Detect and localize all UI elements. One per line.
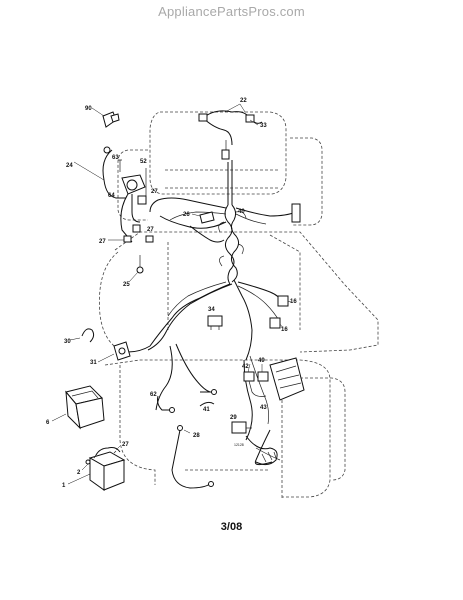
callout-16-upper: 16: [290, 299, 297, 305]
callout-42: 63: [112, 155, 119, 161]
part-6-battery-tray: 6: [46, 385, 105, 430]
callout-22: 22: [240, 98, 247, 104]
callout-27-top: 27: [151, 189, 158, 195]
callout-25: 25: [123, 282, 130, 288]
callout-2: 2: [77, 470, 81, 476]
site-watermark: AppliancePartsPros.com: [158, 4, 305, 19]
main-wire-harness: [127, 160, 297, 489]
part-33-clip: 30: [64, 328, 95, 345]
page-code: 3/08: [220, 521, 243, 533]
part-28-lead: 28: [177, 425, 214, 487]
small-code: 12128: [234, 443, 244, 447]
part-90-connector: 90: [85, 106, 120, 128]
callout-1: 1: [62, 483, 66, 489]
callout-16-lower: 16: [281, 327, 288, 333]
callout-90: 90: [85, 106, 92, 112]
callout-24: 24: [66, 163, 73, 169]
callout-41: 52: [140, 159, 147, 165]
part-30-connector: 31: [90, 341, 131, 366]
headlight-harness: 22 33: [198, 98, 267, 160]
ignition-switch-assembly: 24 63 52 64 27 27 27 25: [66, 146, 158, 288]
callout-28: 28: [193, 433, 200, 439]
part-34-relay: 34: [207, 307, 223, 330]
callout-52: 41: [203, 407, 210, 413]
part-29-switch: 29 12128: [230, 415, 278, 466]
callout-43: 64: [108, 193, 115, 199]
callout-27-mid: 27: [147, 227, 154, 233]
callout-31: 33: [260, 123, 267, 129]
callout-40: 40: [238, 209, 245, 215]
tractor-outline: [99, 111, 379, 500]
part-49-52-leads: 62 41: [150, 389, 217, 413]
callout-6: 6: [46, 420, 50, 426]
callout-29: 29: [230, 415, 237, 421]
callout-63: 43: [260, 405, 267, 411]
part-1-battery: 2 27 1: [62, 442, 129, 491]
callout-30: 31: [90, 360, 97, 366]
part-16-switches: 16 16: [269, 295, 297, 333]
callout-62: 42: [242, 364, 249, 370]
callout-33: 30: [64, 339, 71, 345]
callout-34: 34: [208, 307, 215, 313]
callout-27-battery: 27: [122, 442, 129, 448]
callout-26: 26: [183, 212, 190, 218]
part-26-40-connectors: 26 40: [183, 203, 301, 224]
callout-27-left: 27: [99, 239, 106, 245]
part-62-63-64-module: 42 49 43: [242, 357, 305, 411]
callout-64: 49: [258, 358, 265, 364]
callout-49: 62: [150, 392, 157, 398]
